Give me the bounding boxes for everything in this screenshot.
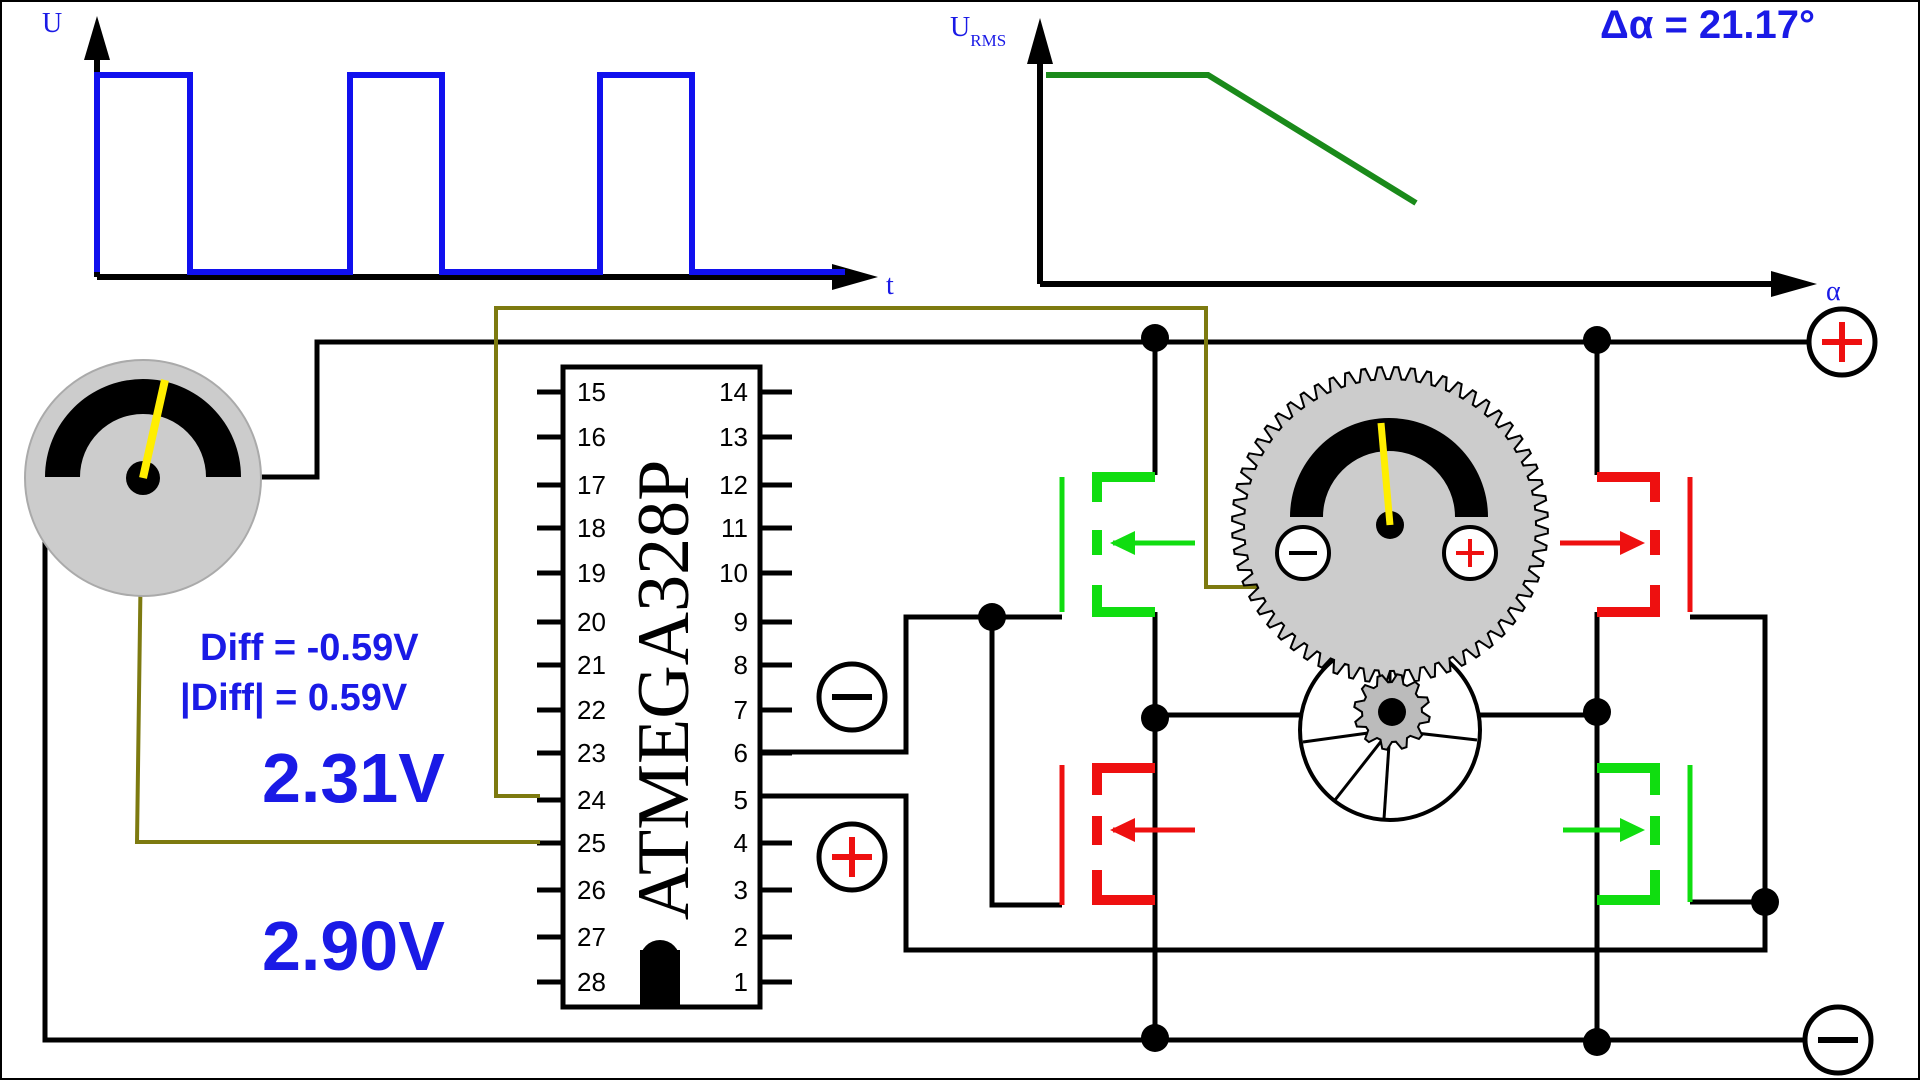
chip-pin-label: 13	[719, 422, 748, 452]
small-gear-hub	[1378, 698, 1406, 726]
delta-alpha-readout: Δα = 21.17°	[1600, 3, 1815, 47]
diff-readout: Diff = -0.59V	[200, 627, 419, 669]
chip-pin-label: 8	[734, 650, 748, 680]
chip-pin-label: 5	[734, 785, 748, 815]
chip-pin-label: 24	[577, 785, 606, 815]
chip-pin-label: 10	[719, 558, 748, 588]
voltage-readout-1: 2.31V	[262, 739, 445, 817]
plus-terminal-icon	[816, 821, 888, 893]
rms-x-axis-arrow	[1771, 271, 1817, 297]
abs-diff-readout: |Diff| = 0.59V	[180, 677, 408, 719]
chip-pin-label: 22	[577, 695, 606, 725]
rms-y-axis-arrow	[1027, 18, 1053, 64]
rms-graph: URMS α	[950, 12, 1841, 307]
pwm-x-label: t	[886, 270, 894, 301]
gear-meter-scale	[1290, 418, 1488, 517]
chip-pin-label: 3	[734, 875, 748, 905]
rms-y-label: URMS	[950, 12, 1006, 50]
potentiometer-icon	[24, 359, 262, 597]
atmega-chip: ATMEGA328P 1516171819202122232425262728 …	[560, 364, 763, 1010]
junction-dots	[978, 324, 1779, 1056]
chip-pin-label: 18	[577, 513, 606, 543]
rms-curve	[1046, 72, 1418, 206]
chip-pin-label: 15	[577, 377, 606, 407]
motor-gear-icon	[1231, 366, 1549, 822]
pwm-y-axis-arrow	[84, 16, 110, 60]
mosfet-icon	[1563, 763, 1693, 905]
minus-terminal-icon	[1275, 525, 1331, 581]
chip-pin-label: 16	[577, 422, 606, 452]
chip-pin-label: 6	[734, 738, 748, 768]
chip-pin-label: 25	[577, 828, 606, 858]
plus-terminal-icon	[1442, 525, 1498, 581]
chip-pin-label: 28	[577, 967, 606, 997]
chip-pin-label: 14	[719, 377, 748, 407]
pwm-graph: U t	[42, 8, 894, 301]
rms-x-label: α	[1826, 276, 1841, 307]
gear-meter-needle	[1377, 422, 1394, 526]
chip-body	[560, 364, 763, 1010]
chip-pin-label: 12	[719, 470, 748, 500]
mosfet-icon	[1560, 472, 1693, 617]
mosfet-icon	[1059, 763, 1195, 905]
chip-pin-label: 11	[721, 513, 748, 543]
plus-terminal-icon	[1806, 306, 1878, 378]
chip-pin-label: 17	[577, 470, 606, 500]
chip-pin-label: 4	[734, 828, 748, 858]
pwm-waveform	[94, 72, 845, 275]
chip-pin-label: 26	[577, 875, 606, 905]
chip-notch-round	[640, 940, 680, 980]
chip-pin-label: 19	[577, 558, 606, 588]
chip-pin-label: 23	[577, 738, 606, 768]
chip-pin-label: 2	[734, 922, 748, 952]
voltage-readout-2: 2.90V	[262, 907, 445, 985]
chip-pin-label: 27	[577, 922, 606, 952]
mosfet-icon	[1059, 472, 1195, 617]
chip-pin-label: 9	[734, 607, 748, 637]
pwm-x-axis-arrow	[832, 264, 878, 290]
minus-terminal-icon	[1802, 1004, 1874, 1076]
chip-pin-label: 1	[734, 967, 748, 997]
chip-pin-label: 20	[577, 607, 606, 637]
pwm-y-label: U	[42, 8, 62, 39]
chip-pin-label: 21	[577, 650, 606, 680]
minus-terminal-icon	[816, 661, 888, 733]
chip-label: ATMEGA328P	[623, 460, 705, 920]
chip-pin-label: 7	[734, 695, 748, 725]
